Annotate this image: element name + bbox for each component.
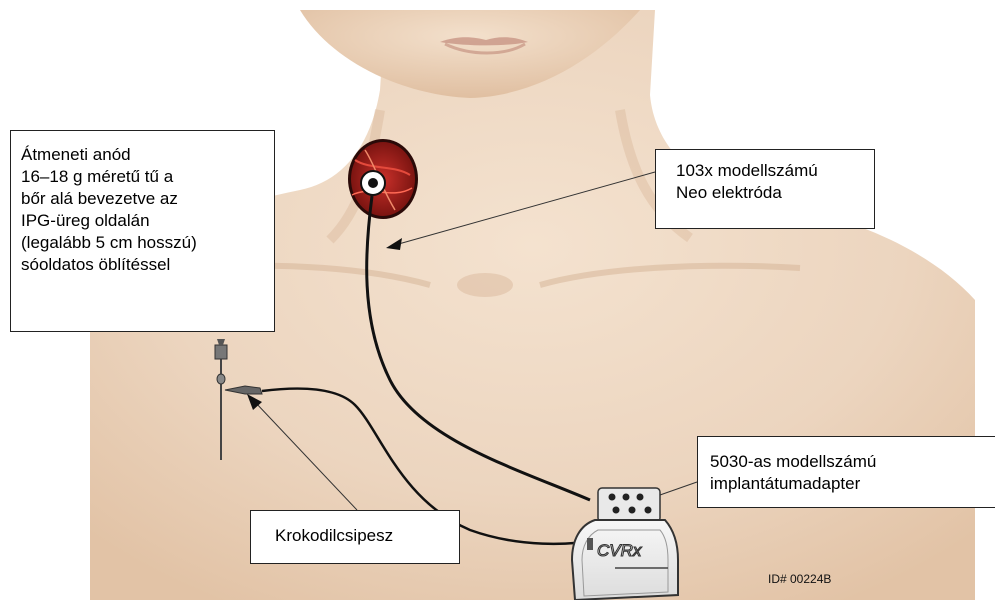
lead-line: 103x modellszámú: [676, 160, 874, 182]
anode-line: IPG-üreg oldalán: [21, 210, 266, 232]
ipg-device: [572, 520, 678, 600]
adapter-line: 5030-as modellszámú: [710, 451, 995, 473]
anode-callout: Átmeneti anód 16–18 g méretű tű a bőr al…: [10, 130, 275, 332]
document-id: ID# 00224B: [768, 572, 831, 586]
lead-callout: 103x modellszámú Neo elektróda: [655, 149, 875, 229]
adapter-callout: 5030-as modellszámú implantátumadapter: [697, 436, 995, 508]
anode-line: bőr alá bevezetve az: [21, 188, 266, 210]
anode-line: Átmeneti anód: [21, 144, 266, 166]
anode-line: 16–18 g méretű tű a: [21, 166, 266, 188]
electrode-site: [348, 139, 418, 219]
lead-line: Neo elektróda: [676, 182, 874, 204]
implant-adapter: [598, 488, 660, 522]
anode-line: (legalább 5 cm hosszú): [21, 232, 266, 254]
clip-callout: Krokodilcsipesz: [250, 510, 460, 564]
adapter-line: implantátumadapter: [710, 473, 995, 495]
clip-label: Krokodilcsipesz: [275, 525, 459, 547]
anode-line: sóoldatos öblítéssel: [21, 254, 266, 276]
